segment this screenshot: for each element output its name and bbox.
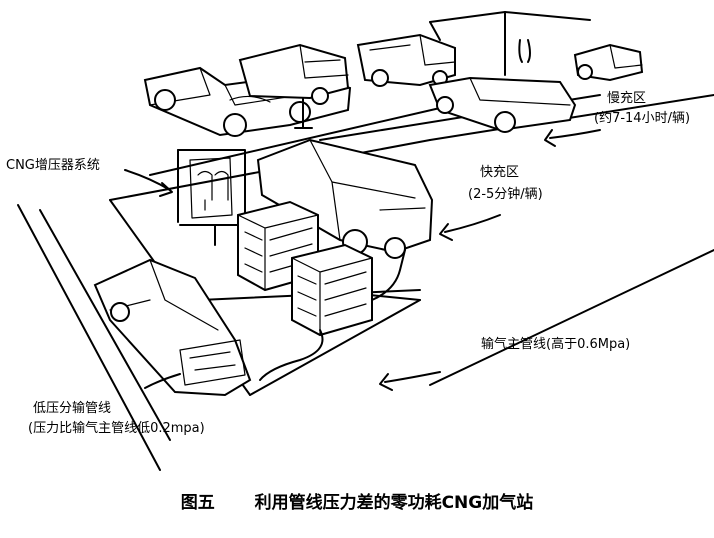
low-pressure-title: 低压分输管线	[33, 401, 112, 416]
arrows	[124, 129, 601, 391]
booster-system-label: CNG增压器系统	[6, 158, 100, 173]
slow-fill-title: 慢充区	[607, 91, 647, 106]
van-top	[238, 43, 350, 105]
fast-fill-time: (2-5分钟/辆)	[468, 187, 543, 202]
fast-fill-title: 快充区	[480, 165, 520, 180]
main-pipeline-label: 输气主管线(高于0.6Mpa)	[481, 337, 631, 352]
figure-caption: 图五 利用管线压力差的零功耗CNG加气站	[0, 488, 714, 513]
car-low-pressure	[93, 258, 252, 397]
figure-title: 利用管线压力差的零功耗CNG加气站	[254, 493, 534, 513]
van-fast-fill	[256, 138, 434, 259]
pipes	[259, 249, 406, 381]
slow-fill-time: (约7-14小时/辆)	[594, 111, 691, 126]
booster-cabinet	[177, 149, 246, 246]
canopy	[429, 11, 591, 76]
figure-number: 图五	[180, 493, 215, 513]
cng-storage-bundles	[237, 200, 373, 337]
vehicles-slow-fill	[356, 33, 644, 133]
low-pressure-detail: (压力比输气主管线低0.2mpa)	[28, 421, 205, 436]
